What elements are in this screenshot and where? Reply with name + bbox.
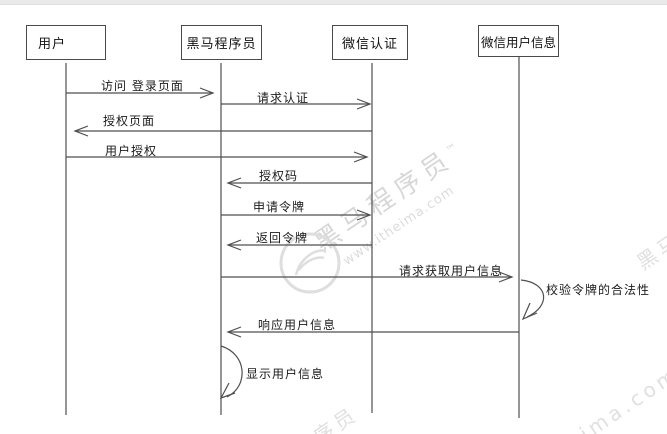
message-label-request-auth: 请求认证 [257,91,310,105]
arrowhead-left-icon [226,177,242,189]
arrowhead-right-icon [353,151,369,163]
watermark-circle-icon [279,232,341,294]
message-arrow-respond-user-info [226,326,519,338]
actor-box-heima-programmer: 黑马程序员 [181,25,262,60]
message-arrow-apply-token [221,209,372,221]
arrowhead-left-icon [73,125,89,137]
actor-box-wechat-auth: 微信认证 [332,25,408,60]
arrowhead-down-left-icon [521,302,538,321]
actor-box-user: 用户 [26,25,106,60]
message-arrow-auth-page [73,125,372,137]
arrowhead-right-icon [356,209,372,221]
arrowhead-right-icon [356,98,372,110]
arrowhead-left-icon [226,326,242,338]
arrowhead-left-icon [226,239,242,251]
actor-label-wechat-user-info: 微信用户信息 [480,34,556,50]
message-label-verify-token: 校验令牌的合法性 [546,283,651,297]
message-label-apply-token: 申请令牌 [253,200,306,214]
actor-label-heima-programmer: 黑马程序员 [186,37,257,52]
message-arrow-request-auth [221,98,372,110]
arrowhead-right-icon [498,271,514,283]
message-arrow-auth-code [226,177,372,189]
message-label-respond-user-info: 响应用户信息 [258,318,337,332]
actor-box-wechat-user-info: 微信用户信息 [478,25,559,57]
arrowhead-right-icon [199,87,215,99]
message-arrow-visit-login-page [66,87,215,99]
message-arrow-request-user-info [221,271,514,283]
message-selfloop-display-user-info [219,345,243,400]
message-selfloop-verify-token [520,279,545,321]
top-border-line [0,0,667,5]
actor-label-wechat-auth: 微信认证 [341,37,398,52]
message-label-user-authorize: 用户授权 [105,144,158,158]
message-label-auth-code: 授权码 [259,169,299,183]
message-label-visit-login-page: 访问 登录页面 [101,79,184,93]
message-arrow-user-authorize [66,151,369,163]
message-label-auth-page: 授权页面 [103,114,156,128]
message-label-display-user-info: 显示用户信息 [246,367,325,381]
actor-label-user: 用户 [38,37,67,52]
message-label-request-user-info: 请求获取用户信息 [399,264,504,278]
arrowhead-down-left-icon [219,382,236,400]
message-label-return-token: 返回令牌 [256,231,309,245]
message-arrow-return-token [226,239,372,251]
